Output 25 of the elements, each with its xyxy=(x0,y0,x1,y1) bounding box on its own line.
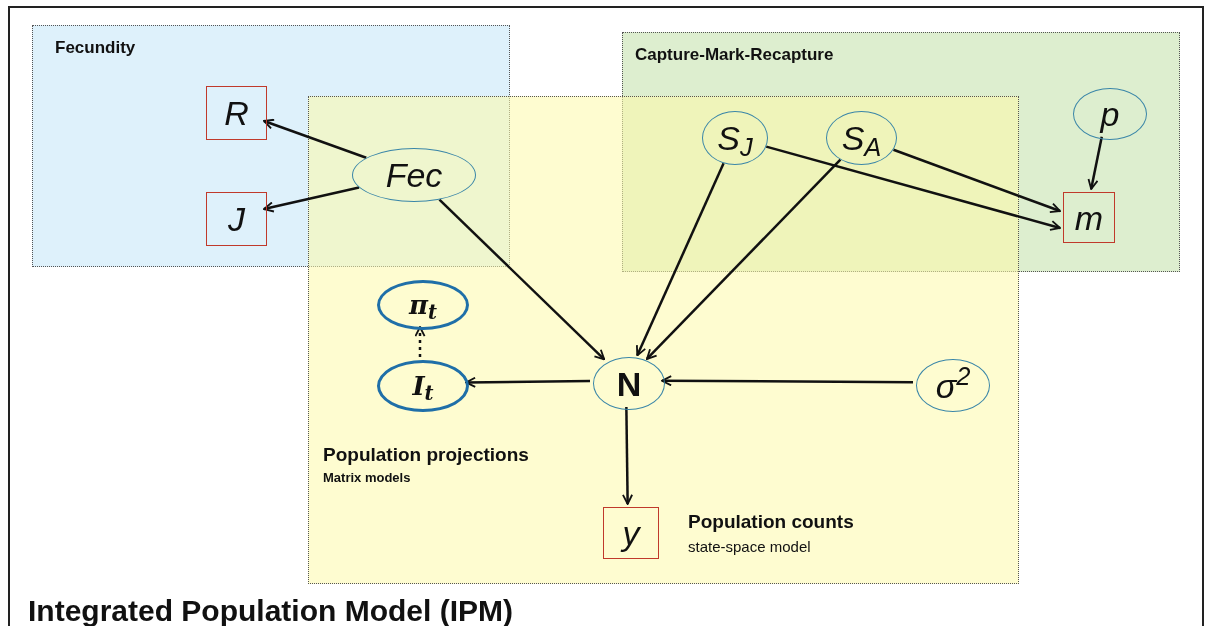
arrow xyxy=(438,198,606,361)
model-region xyxy=(32,25,510,267)
arrow xyxy=(622,407,634,505)
model-frame xyxy=(8,6,1204,626)
node-caption: Population counts xyxy=(688,510,854,534)
arrow xyxy=(263,118,367,159)
model-region xyxy=(308,96,1019,584)
arrow xyxy=(635,162,725,357)
data-box: J xyxy=(206,192,267,246)
arrow xyxy=(1087,136,1103,190)
arrow xyxy=(263,186,360,213)
parameter-node: I$_{t}$ xyxy=(377,360,469,412)
region-heading: Fecundity xyxy=(55,37,136,59)
model-region xyxy=(622,32,1180,272)
region-subheading: Matrix models xyxy=(323,469,411,487)
arrow xyxy=(893,148,1061,214)
arrow xyxy=(646,158,842,360)
data-box: R xyxy=(206,86,267,140)
arrow xyxy=(765,145,1061,231)
arrow xyxy=(661,375,913,387)
parameter-node: π$_{t}$ xyxy=(377,280,469,330)
node-subcaption: state-space model xyxy=(688,537,811,557)
data-box: m xyxy=(1063,192,1115,243)
region-heading: Population projections xyxy=(323,443,529,467)
region-heading: Capture-Mark-Recapture xyxy=(635,44,834,66)
